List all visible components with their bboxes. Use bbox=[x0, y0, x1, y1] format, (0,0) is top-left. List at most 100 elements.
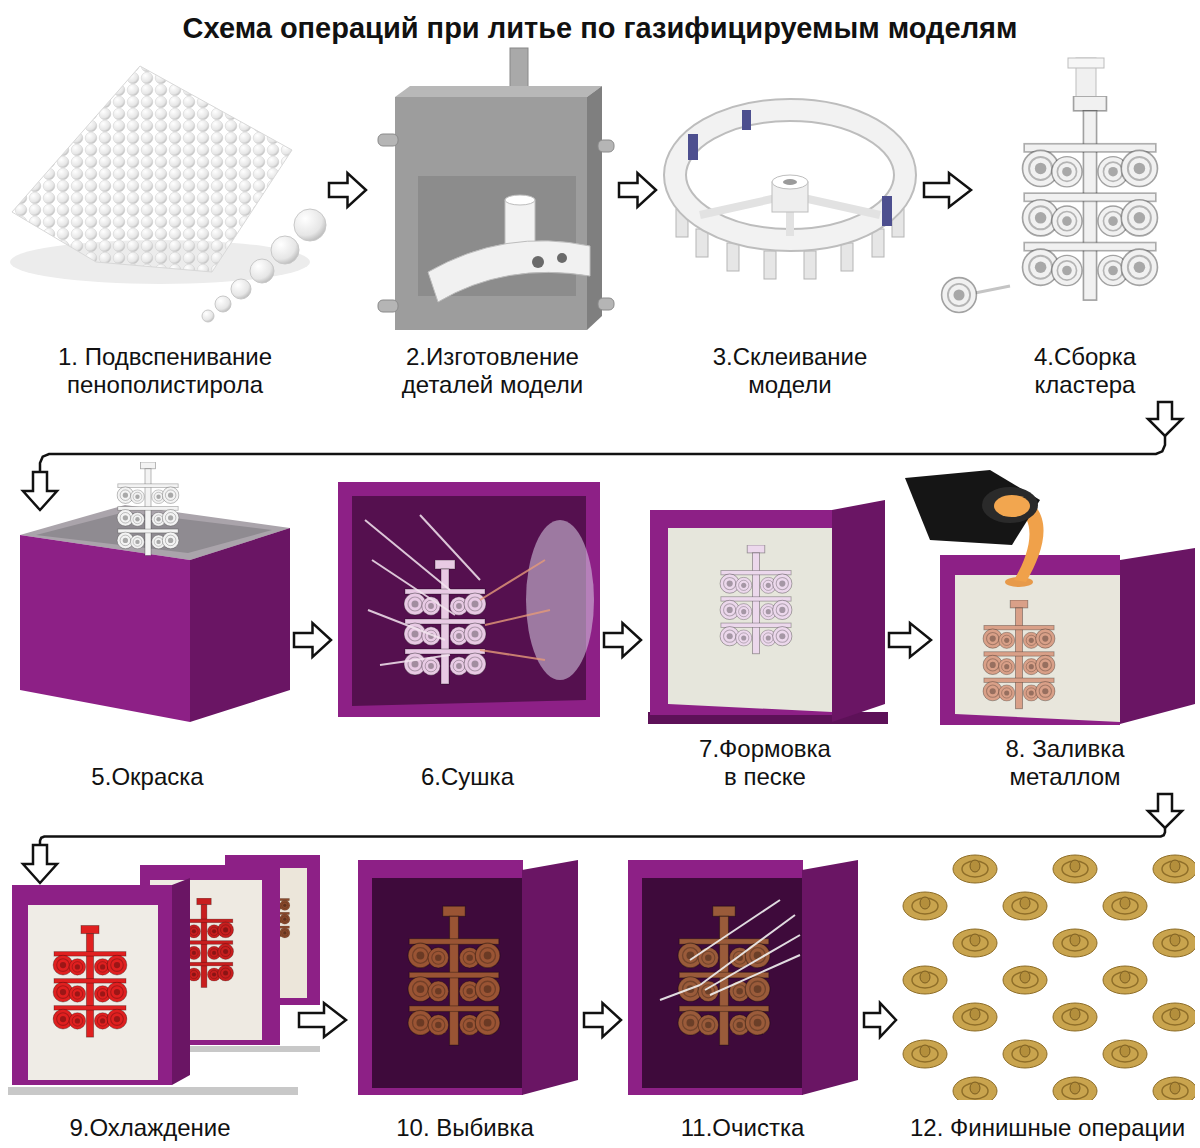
knockout-figure bbox=[358, 860, 578, 1095]
box-side bbox=[172, 878, 190, 1085]
block-arrow bbox=[1148, 402, 1182, 436]
process-step: 8. Заливка металлом bbox=[935, 460, 1195, 792]
air-streak bbox=[480, 650, 545, 660]
process-step: 3.Склеивание модели bbox=[660, 60, 920, 400]
flow-arrow bbox=[23, 402, 1182, 510]
process-step: 12. Финишные операции bbox=[900, 850, 1195, 1143]
box-wall bbox=[940, 555, 1120, 725]
model-ring bbox=[675, 110, 905, 240]
block-arrow bbox=[294, 623, 331, 657]
step-caption: 10. Выбивка bbox=[394, 1113, 536, 1143]
air-streak bbox=[480, 560, 545, 600]
step-caption: 9.Охлаждение bbox=[67, 1113, 232, 1143]
finished-castings bbox=[900, 850, 1195, 1100]
box-inside bbox=[372, 878, 522, 1088]
bead-pile bbox=[12, 66, 292, 272]
bead bbox=[271, 236, 299, 264]
sprue-cup bbox=[1068, 58, 1104, 68]
box-wall bbox=[358, 860, 523, 1095]
glue-tab bbox=[688, 134, 698, 160]
cluster bbox=[53, 926, 127, 1038]
box-side bbox=[190, 528, 290, 722]
blast-streak bbox=[660, 985, 700, 1000]
cluster bbox=[117, 462, 179, 555]
block-arrow bbox=[864, 1003, 896, 1037]
box-wall bbox=[12, 885, 172, 1085]
air-streaks bbox=[365, 515, 480, 665]
box-side bbox=[1120, 548, 1195, 724]
beads-figure bbox=[10, 66, 326, 322]
box-side bbox=[522, 860, 578, 1095]
model-hub-hole bbox=[783, 179, 797, 185]
model-ring-edge bbox=[675, 110, 905, 240]
model-tooth bbox=[804, 251, 816, 279]
model-tooth bbox=[727, 243, 739, 271]
block-arrow bbox=[619, 173, 656, 207]
cluster-figure bbox=[942, 58, 1158, 312]
rail bbox=[170, 1046, 320, 1052]
step-caption: 3.Склеивание модели bbox=[678, 342, 902, 400]
wheel bbox=[942, 278, 977, 313]
sand bbox=[28, 905, 158, 1080]
air-streak bbox=[485, 610, 550, 625]
process-step: 11.Очистка bbox=[625, 858, 860, 1143]
step-caption: 12. Финишные операции bbox=[908, 1113, 1187, 1143]
process-step: 5.Окраска bbox=[5, 512, 290, 792]
model-hole bbox=[532, 256, 544, 268]
model-hole bbox=[557, 253, 567, 263]
fan bbox=[526, 520, 594, 680]
block-arrow bbox=[23, 845, 57, 883]
air-streak bbox=[380, 655, 450, 665]
step-caption: 5.Окраска bbox=[89, 762, 205, 792]
box-frame bbox=[338, 482, 600, 717]
block-arrow bbox=[584, 1003, 621, 1037]
step-caption: 7.Формовка в песке bbox=[688, 734, 842, 792]
step-caption: 11.Очистка bbox=[679, 1113, 807, 1143]
step-caption: 8. Заливка металлом bbox=[988, 734, 1142, 792]
mould-front bbox=[395, 97, 587, 330]
box-wall bbox=[650, 510, 835, 715]
box-wall bbox=[628, 860, 803, 1095]
mould-top bbox=[395, 86, 602, 97]
model-figure bbox=[675, 110, 905, 279]
ladle bbox=[905, 470, 1040, 545]
blast-streak bbox=[710, 955, 800, 995]
mould-pin bbox=[378, 300, 398, 312]
cluster bbox=[983, 600, 1055, 709]
model-tooth bbox=[764, 251, 776, 279]
box-side bbox=[802, 860, 858, 1095]
cooling-figure bbox=[8, 855, 320, 1095]
block-arrow bbox=[604, 623, 641, 657]
flow-arrow bbox=[584, 1003, 621, 1037]
process-step: 2.Изготовление деталей модели bbox=[370, 60, 615, 400]
process-step: 9.Охлаждение bbox=[5, 885, 295, 1143]
blast-streaks bbox=[660, 900, 800, 1000]
flow-line bbox=[40, 436, 1165, 472]
sand bbox=[955, 575, 1120, 722]
flow-arrow bbox=[294, 623, 331, 657]
step-caption: 2.Изготовление деталей модели bbox=[371, 342, 615, 400]
bead bbox=[231, 279, 251, 299]
model-hub-top bbox=[772, 175, 808, 189]
block-arrow bbox=[299, 1003, 346, 1037]
cluster bbox=[408, 906, 500, 1045]
glue-tab bbox=[882, 196, 892, 226]
process-step: 7.Формовка в песке bbox=[645, 505, 885, 792]
mould-pin bbox=[378, 134, 398, 146]
flow-line bbox=[40, 828, 1165, 845]
flow-arrow bbox=[619, 173, 656, 207]
blast-streak bbox=[700, 915, 795, 985]
bead bbox=[202, 310, 214, 322]
air-streaks bbox=[480, 560, 550, 660]
air-streak bbox=[372, 560, 455, 615]
air-streak bbox=[420, 515, 480, 580]
flow-arrow bbox=[924, 173, 971, 207]
bead bbox=[250, 259, 274, 283]
step-caption: 4.Сборка кластера bbox=[993, 342, 1177, 400]
model-tooth bbox=[841, 243, 853, 271]
drying-figure bbox=[338, 482, 600, 717]
mould-pin bbox=[598, 298, 614, 310]
flow-arrow bbox=[604, 623, 641, 657]
